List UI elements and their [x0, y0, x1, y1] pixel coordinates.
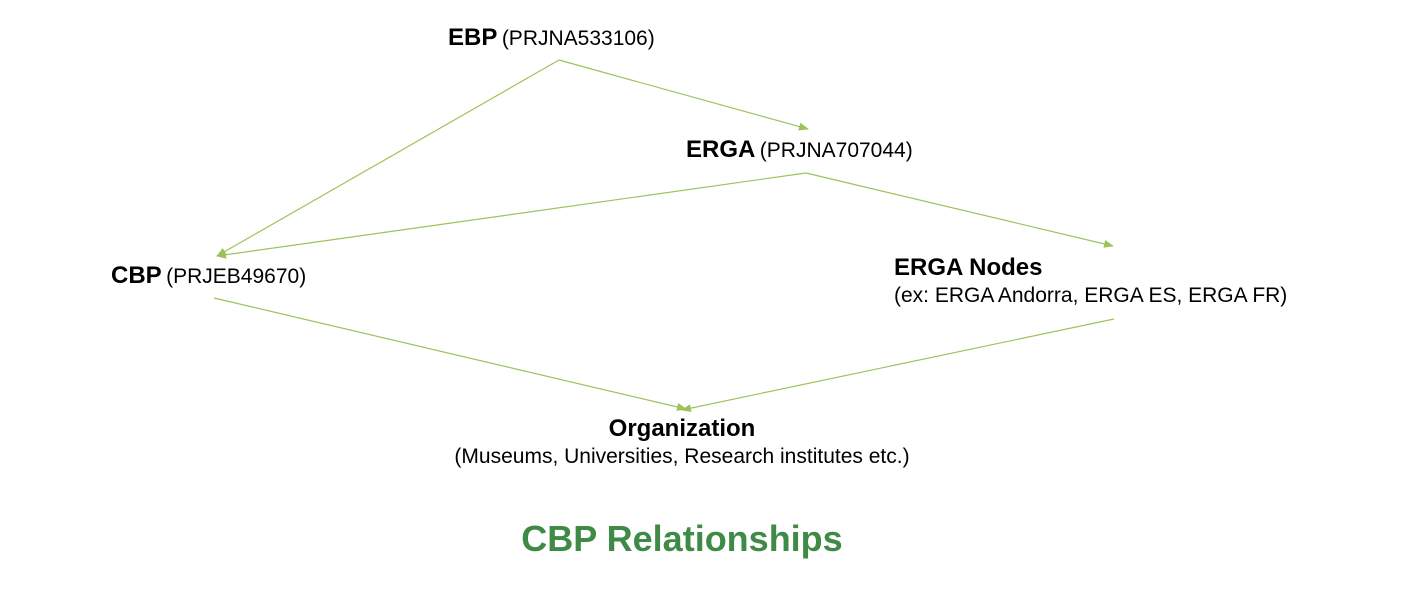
node-ebp-id: (PRJNA533106)	[501, 27, 655, 50]
node-cbp-id: (PRJEB49670)	[166, 265, 307, 288]
node-cbp-name: CBP	[111, 262, 162, 289]
node-cbp: CBP (PRJEB49670)	[111, 262, 306, 291]
node-organization: Organization (Museums, Universities, Res…	[412, 415, 952, 469]
edge-ebp-to-erga	[558, 59, 809, 131]
node-erga-id: (PRJNA707044)	[759, 139, 913, 162]
node-erga-nodes-examples: (ex: ERGA Andorra, ERGA ES, ERGA FR)	[894, 283, 1288, 307]
node-organization-name: Organization	[608, 415, 756, 442]
node-erga: ERGA (PRJNA707044)	[686, 136, 913, 165]
edge-erga-to-cbp	[216, 172, 807, 259]
edge-erga-to-erga_nodes	[805, 172, 1114, 248]
diagram-caption: CBP Relationships	[521, 518, 843, 559]
edge-cbp-to-organization	[213, 297, 687, 411]
node-ebp: EBP (PRJNA533106)	[448, 24, 655, 53]
edge-erga_nodes-to-organization	[681, 318, 1115, 413]
node-erga-nodes-name: ERGA Nodes	[894, 254, 1043, 281]
node-organization-description: (Museums, Universities, Research institu…	[454, 444, 910, 468]
edge-ebp-to-cbp	[216, 59, 560, 257]
node-erga-nodes: ERGA Nodes (ex: ERGA Andorra, ERGA ES, E…	[894, 254, 1287, 308]
node-ebp-name: EBP	[448, 24, 498, 51]
node-erga-name: ERGA	[686, 136, 756, 163]
